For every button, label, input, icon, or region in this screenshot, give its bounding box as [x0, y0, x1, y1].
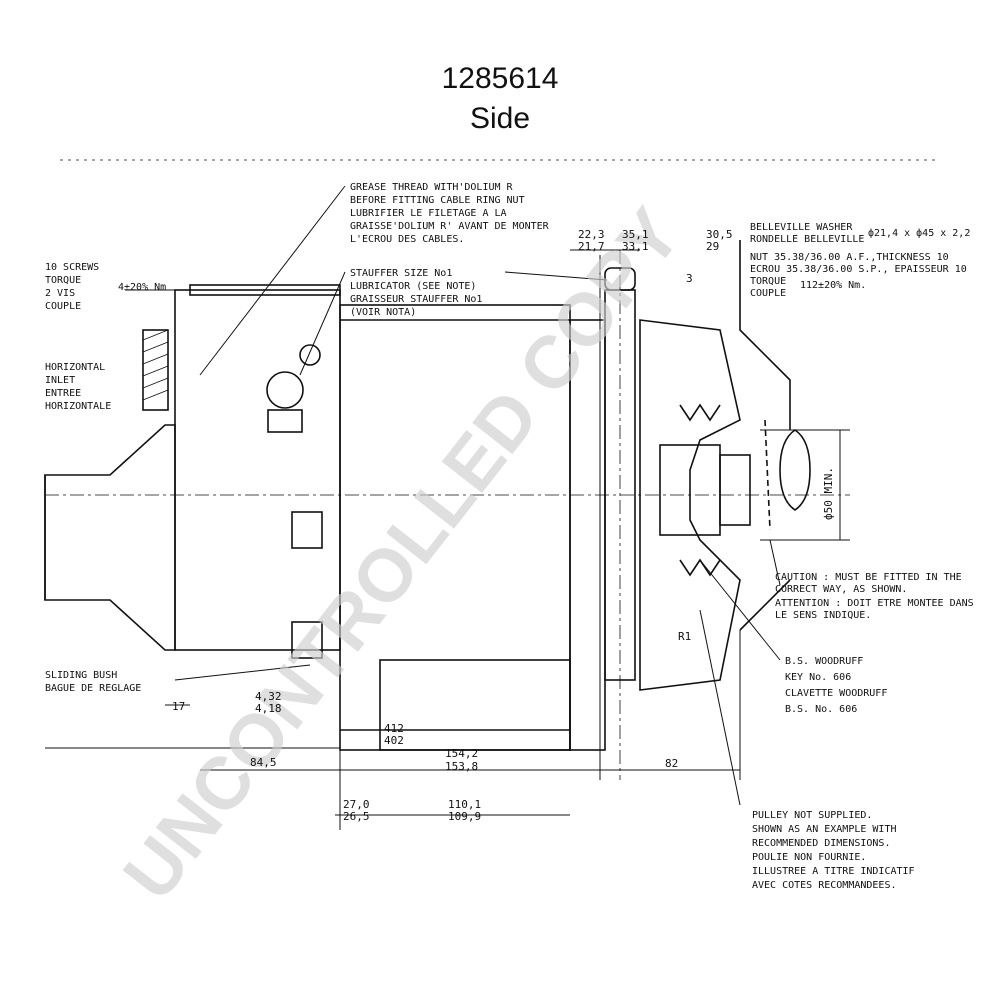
caution-note-line: ATTENTION : DOIT ETRE MONTEE DANS [775, 598, 974, 609]
view-label: Side [469, 102, 531, 135]
stauffer-note-line: (VOIR NOTA) [350, 307, 416, 318]
pulley-note-line: AVEC COTES RECOMMANDEES. [752, 880, 897, 891]
woodruff-note-line: B.S. WOODRUFF [785, 656, 863, 667]
inlet-note-line: HORIZONTALE [45, 401, 111, 412]
pulley-note-line: RECOMMENDED DIMENSIONS. [752, 838, 890, 849]
stauffer-note-line: STAUFFER SIZE No1 [350, 268, 452, 279]
caution-note-line: CORRECT WAY, AS SHOWN. [775, 584, 907, 595]
shaft-nut [719, 454, 751, 526]
screws-note-line: TORQUE [45, 275, 81, 286]
dim-len-b-min: 153,8 [445, 760, 478, 773]
dimension-lines [45, 185, 850, 830]
nut-torque: 112±20% Nm. [800, 280, 866, 291]
screws-torque: 4±20% Nm [118, 282, 166, 293]
dim-small-b: 4,18 [255, 702, 282, 715]
inlet-block [142, 329, 169, 411]
dim-len-c: 82 [665, 757, 678, 770]
nut-note-line: COUPLE [750, 288, 786, 299]
woodruff-note-line: KEY No. 606 [785, 672, 851, 683]
terminal-boss [266, 371, 304, 409]
stauffer-note-line: GRAISSEUR STAUFFER No1 [350, 294, 482, 305]
screws-note-line: COUPLE [45, 301, 81, 312]
dim-top-b-max: 35,1 [622, 228, 649, 241]
grease-note-line: BEFORE FITTING CABLE RING NUT [350, 195, 525, 206]
pulley-note-line: ILLUSTREE A TITRE INDICATIF [752, 866, 915, 877]
nut-note-line: ECROU 35.38/36.00 S.P., EPAISSEUR 10 [750, 264, 967, 275]
dim-radius: R1 [678, 630, 691, 643]
pulley-note-line: PULLEY NOT SUPPLIED. [752, 810, 872, 821]
washer-dimension: ф21,4 x ф45 x 2,2 [868, 227, 970, 239]
stauffer-note-line: LUBRICATOR (SEE NOTE) [350, 281, 476, 292]
washer-detail [779, 429, 811, 511]
woodruff-note-line: B.S. No. 606 [785, 704, 857, 715]
dimension-values: 22,3 21,7 35,1 33,1 30,5 29 3 17 4,32 4,… [172, 228, 835, 823]
bush-note-line: SLIDING BUSH [45, 670, 117, 681]
inlet-note-line: ENTREE [45, 388, 81, 399]
dim-diameter: ф50 MIN. [822, 467, 835, 520]
dim-top-c-min: 29 [706, 240, 719, 253]
dim-len-a: 84,5 [250, 756, 277, 769]
air-inlet [44, 424, 176, 651]
dim-bot-a-max: 27,0 [343, 798, 370, 811]
dim-gap: 3 [686, 272, 693, 285]
woodruff-note-line: CLAVETTE WOODRUFF [785, 688, 887, 699]
part-number: 1285614 [441, 62, 559, 95]
dim-bot-b-min: 109,9 [448, 810, 481, 823]
bush-note-line: BAGUE DE REGLAGE [45, 683, 141, 694]
dim-bot-a-min: 26,5 [343, 810, 370, 823]
dim-402: 402 [384, 734, 404, 747]
alternator-outline [44, 159, 940, 780]
washer-note-line: BELLEVILLE WASHER [750, 222, 853, 233]
annotations: GREASE THREAD WITH'DOLIUM R BEFORE FITTI… [45, 182, 974, 891]
nut-note-line: NUT 35.38/36.00 A.F.,THICKNESS 10 [750, 252, 949, 263]
dim-412: 412 [384, 722, 404, 735]
screws-note-line: 2 VIS [45, 288, 75, 299]
dim-top-b-min: 33,1 [622, 240, 649, 253]
caution-note-line: LE SENS INDIQUE. [775, 610, 871, 621]
inlet-note-line: INLET [45, 375, 75, 386]
grease-note-line: GREASE THREAD WITH'DOLIUM R [350, 182, 514, 193]
pulley-note-line: SHOWN AS AN EXAMPLE WITH [752, 824, 897, 835]
washer-note-line: RONDELLE BELLEVILLE [750, 234, 864, 245]
dim-top-a-min: 21,7 [578, 240, 605, 253]
dim-top-c-max: 30,5 [706, 228, 733, 241]
dim-top-a-max: 22,3 [578, 228, 605, 241]
grease-note-line: LUBRIFIER LE FILETAGE A LA [350, 208, 507, 219]
dim-small-a: 4,32 [255, 690, 282, 703]
nut-note-line: TORQUE [750, 276, 786, 287]
grease-note-line: GRAISSE'DOLIUM R' AVANT DE MONTER [350, 221, 550, 232]
pulley-note-line: POULIE NON FOURNIE. [752, 852, 866, 863]
screws-note-line: 10 SCREWS [45, 262, 99, 273]
pulley [639, 319, 741, 691]
inlet-note-line: HORIZONTAL [45, 362, 105, 373]
grease-note-line: L'ECROU DES CABLES. [350, 234, 464, 245]
dim-len-b-max: 154,2 [445, 747, 478, 760]
dim-bot-b-max: 110,1 [448, 798, 481, 811]
dim-bush-gap: 17 [172, 700, 185, 713]
caution-note-line: CAUTION : MUST BE FITTED IN THE [775, 572, 962, 583]
